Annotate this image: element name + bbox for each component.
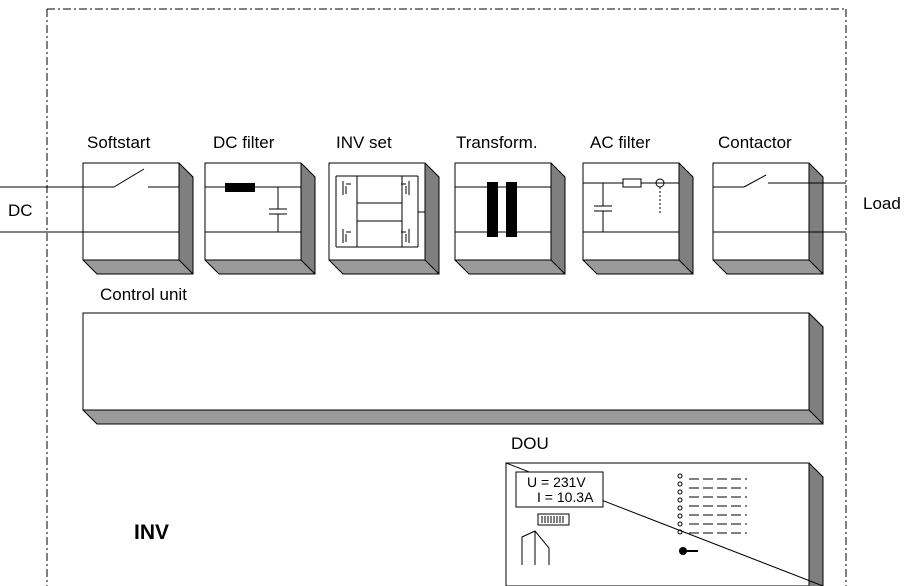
dc-input-label: DC [8, 201, 33, 220]
dou-keypad-icon [537, 513, 570, 526]
module-label-ac-filter: AC filter [590, 133, 651, 152]
transformer-module [454, 162, 566, 275]
dou-current-readout: I = 10.3A [537, 489, 594, 505]
capacitor-symbol [269, 187, 287, 232]
dou-panel: U = 231V I = 10.3A [505, 462, 824, 586]
ac-filter-module [582, 162, 694, 275]
switch-symbol [83, 168, 179, 188]
load-output-label: Load [863, 194, 901, 213]
control-unit-box [82, 312, 824, 425]
contactor-switch-symbol [713, 174, 809, 188]
dou-display [515, 471, 604, 508]
dc-input-lines [0, 186, 83, 233]
igbt-bridge-symbol [335, 175, 425, 248]
inv-enclosure [46, 8, 847, 586]
dou-indicator-leds [677, 473, 683, 535]
inv-set-module [328, 162, 440, 275]
module-label-inv-set: INV set [336, 133, 392, 152]
dou-label: DOU [511, 434, 549, 453]
transformer-core-symbol [487, 182, 517, 237]
load-output-lines [809, 182, 846, 233]
module-label-dc-filter: DC filter [213, 133, 275, 152]
control-unit-label: Control unit [100, 285, 187, 304]
softstart-module [82, 162, 194, 275]
module-label-softstart: Softstart [87, 133, 151, 152]
module-label-contactor: Contactor [718, 133, 792, 152]
dou-key-switch-icon [679, 547, 698, 555]
contactor-module [712, 162, 824, 275]
dou-indicator-dashes [689, 478, 747, 534]
module-label-transform: Transform. [456, 133, 538, 152]
dc-filter-module [204, 162, 316, 275]
fuse-symbol [622, 178, 642, 188]
dou-handle-icon [521, 530, 550, 565]
dou-voltage-readout: U = 231V [527, 474, 586, 490]
inv-label: INV [134, 521, 169, 544]
